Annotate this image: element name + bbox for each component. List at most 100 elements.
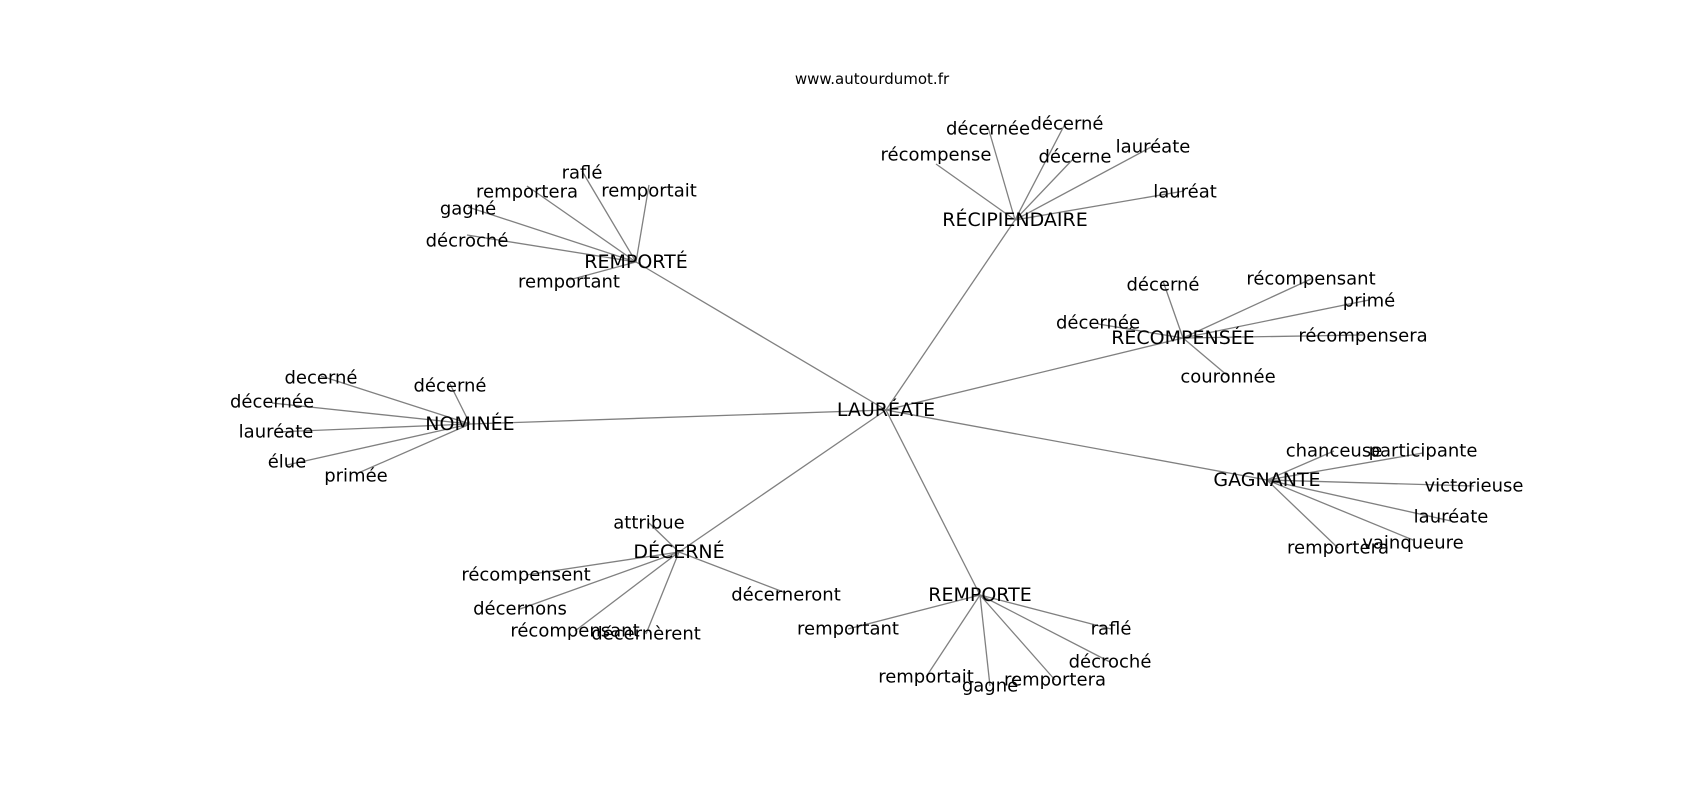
leaf-label-remporte-remportait: remportait <box>601 181 697 202</box>
edge-gagnante-vainqueure <box>1266 479 1414 541</box>
center-node-label: LAURÉATE <box>837 398 935 421</box>
leaf-label-nominee-decernee: décernée <box>230 392 314 413</box>
edge-center-recompensee <box>885 337 1184 411</box>
edge-recompensee-prime <box>1182 299 1370 339</box>
edge-decerne-recompensent <box>525 551 680 576</box>
leaf-label-decerne-attribue: attribue <box>613 513 684 534</box>
edge-nominee-laureate <box>275 423 471 433</box>
edge-decerne-decerneront <box>678 551 787 594</box>
leaf-label-decerne-decernons: décernons <box>473 599 567 620</box>
leaf-label-remporte-decroche: décroché <box>426 231 509 252</box>
leaf-label-gagnante-chanceuse: chanceuse <box>1286 441 1383 462</box>
edge-recipiendaire-recompense <box>935 163 1016 221</box>
edge-decerne-decernerent <box>645 551 680 635</box>
edge-remporte-decroche <box>979 594 1111 663</box>
leaf-label-gagnante-vainqueure: vainqueure <box>1362 533 1464 554</box>
edge-center-recipiendaire <box>885 219 1016 411</box>
leaf-label-decerne-decernerent: décernèrent <box>591 624 701 645</box>
leaf-label-recompensee-prime: primé <box>1343 291 1395 312</box>
edge-remporte-remportera <box>526 185 637 263</box>
hub-label-decerne: DÉCERNÉ <box>633 540 724 563</box>
leaf-label-nominee-decerne: décerné <box>413 376 486 397</box>
leaf-label-recipiendaire-decernee: décernée <box>946 119 1030 140</box>
edge-recipiendaire-laureate <box>1014 145 1154 221</box>
leaf-label-remporte-remportant: remportant <box>518 272 620 293</box>
leaf-label-recipiendaire-decerne: décerné <box>1030 114 1103 135</box>
leaf-label-remporte-rafle: raflé <box>1091 619 1132 640</box>
edge-remporte-remportant <box>847 594 981 630</box>
edge-remporte-remportait <box>635 184 650 263</box>
edge-gagnante-victorieuse <box>1266 479 1475 487</box>
edge-nominee-primee <box>355 423 471 475</box>
leaf-label-recipiendaire-recompense: récompense <box>881 145 992 166</box>
edge-recipiendaire-decernee <box>987 126 1016 221</box>
leaf-label-gagnante-laureate: lauréate <box>1414 507 1489 528</box>
edge-remporte-decroche <box>466 234 637 263</box>
hub-label-recompensee: RÉCOMPENSÉE <box>1111 326 1255 349</box>
edge-remporte-gagne <box>467 206 637 263</box>
edge-remporte-rafle <box>581 170 637 263</box>
edge-decerne-recompensant <box>574 551 680 632</box>
leaf-label-decerne-recompensant: récompensant <box>510 621 639 642</box>
hub-label-gagnante: GAGNANTE <box>1213 469 1320 491</box>
edge-decerne-decernons <box>519 551 680 610</box>
leaf-label-decerne-recompensent: récompensent <box>461 565 590 586</box>
edge-center-nominee <box>469 409 887 425</box>
edge-recompensee-decerne <box>1162 280 1184 339</box>
edge-center-remporte <box>635 261 887 411</box>
leaf-label-remporte-remportera: remportera <box>1004 670 1106 691</box>
edge-gagnante-chanceuse <box>1266 450 1335 481</box>
edge-recompensee-couronnee <box>1182 337 1229 377</box>
edge-recipiendaire-laureat <box>1014 190 1185 221</box>
edge-remporte-remportait <box>925 594 981 678</box>
edge-recipiendaire-decerne <box>1014 156 1076 221</box>
leaf-label-remporte-rafle: raflé <box>562 163 603 184</box>
leaf-label-gagnante-remportera: remportera <box>1287 538 1389 559</box>
leaf-label-decerne-decerneront: décerneront <box>731 585 841 606</box>
leaf-label-remporte-gagne: gagné <box>962 676 1018 697</box>
hub-label-remporte: REMPORTÉ <box>584 250 687 273</box>
leaf-label-recompensee-decerne: décerné <box>1126 275 1199 296</box>
leaf-label-recompensee-recompensant: récompensant <box>1246 269 1375 290</box>
leaf-label-gagnante-participante: participante <box>1369 441 1478 462</box>
leaf-label-recompensee-recompensera: récompensera <box>1298 326 1427 347</box>
edge-center-decerne <box>678 409 887 553</box>
hub-label-remporte: REMPORTE <box>928 584 1031 606</box>
edge-gagnante-remportera <box>1266 479 1339 549</box>
edge-nominee-decernee <box>271 402 471 425</box>
site-watermark: www.autourdumot.fr <box>794 70 950 88</box>
edge-gagnante-participante <box>1266 452 1424 481</box>
edge-nominee-decerne <box>449 383 471 425</box>
leaf-label-nominee-laureate: lauréate <box>239 422 314 443</box>
edges-layer <box>271 121 1475 687</box>
hub-label-recipiendaire: RÉCIPIENDAIRE <box>942 208 1087 231</box>
edge-center-gagnante <box>885 409 1268 481</box>
leaf-label-remporte-remportant: remportant <box>797 619 899 640</box>
edge-nominee-decerne <box>320 375 471 425</box>
leaf-label-remporte-decroche: décroché <box>1069 652 1152 673</box>
edge-recompensee-recompensera <box>1182 334 1364 339</box>
hub-label-nominee: NOMINÉE <box>425 412 514 435</box>
leaf-label-nominee-primee: primée <box>324 466 388 487</box>
edge-remporte-remportera <box>979 594 1056 681</box>
edge-nominee-elue <box>286 423 471 466</box>
leaf-label-recipiendaire-laureate: lauréate <box>1116 137 1191 158</box>
leaf-label-nominee-decerne: decerné <box>284 368 357 389</box>
leaf-label-remporte-remportait: remportait <box>878 667 974 688</box>
edge-recompensee-recompensant <box>1182 278 1312 339</box>
edge-gagnante-laureate <box>1266 479 1452 522</box>
leaf-label-gagnante-victorieuse: victorieuse <box>1425 476 1524 497</box>
leaf-label-recompensee-decernee: décernée <box>1056 313 1140 334</box>
edge-remporte-remportant <box>568 261 637 281</box>
leaf-label-recompensee-couronnee: couronnée <box>1180 367 1275 388</box>
edge-recompensee-decernee <box>1097 323 1184 339</box>
edge-recipiendaire-decerne <box>1014 121 1067 221</box>
edge-remporte-gagne <box>979 594 991 687</box>
leaf-label-recipiendaire-decerne: décerne <box>1038 147 1111 168</box>
edge-center-remporte <box>885 409 981 596</box>
edge-decerne-attribue <box>648 522 680 553</box>
leaf-label-nominee-elue: élue <box>268 452 307 473</box>
leaf-label-remporte-gagne: gagné <box>440 199 496 220</box>
